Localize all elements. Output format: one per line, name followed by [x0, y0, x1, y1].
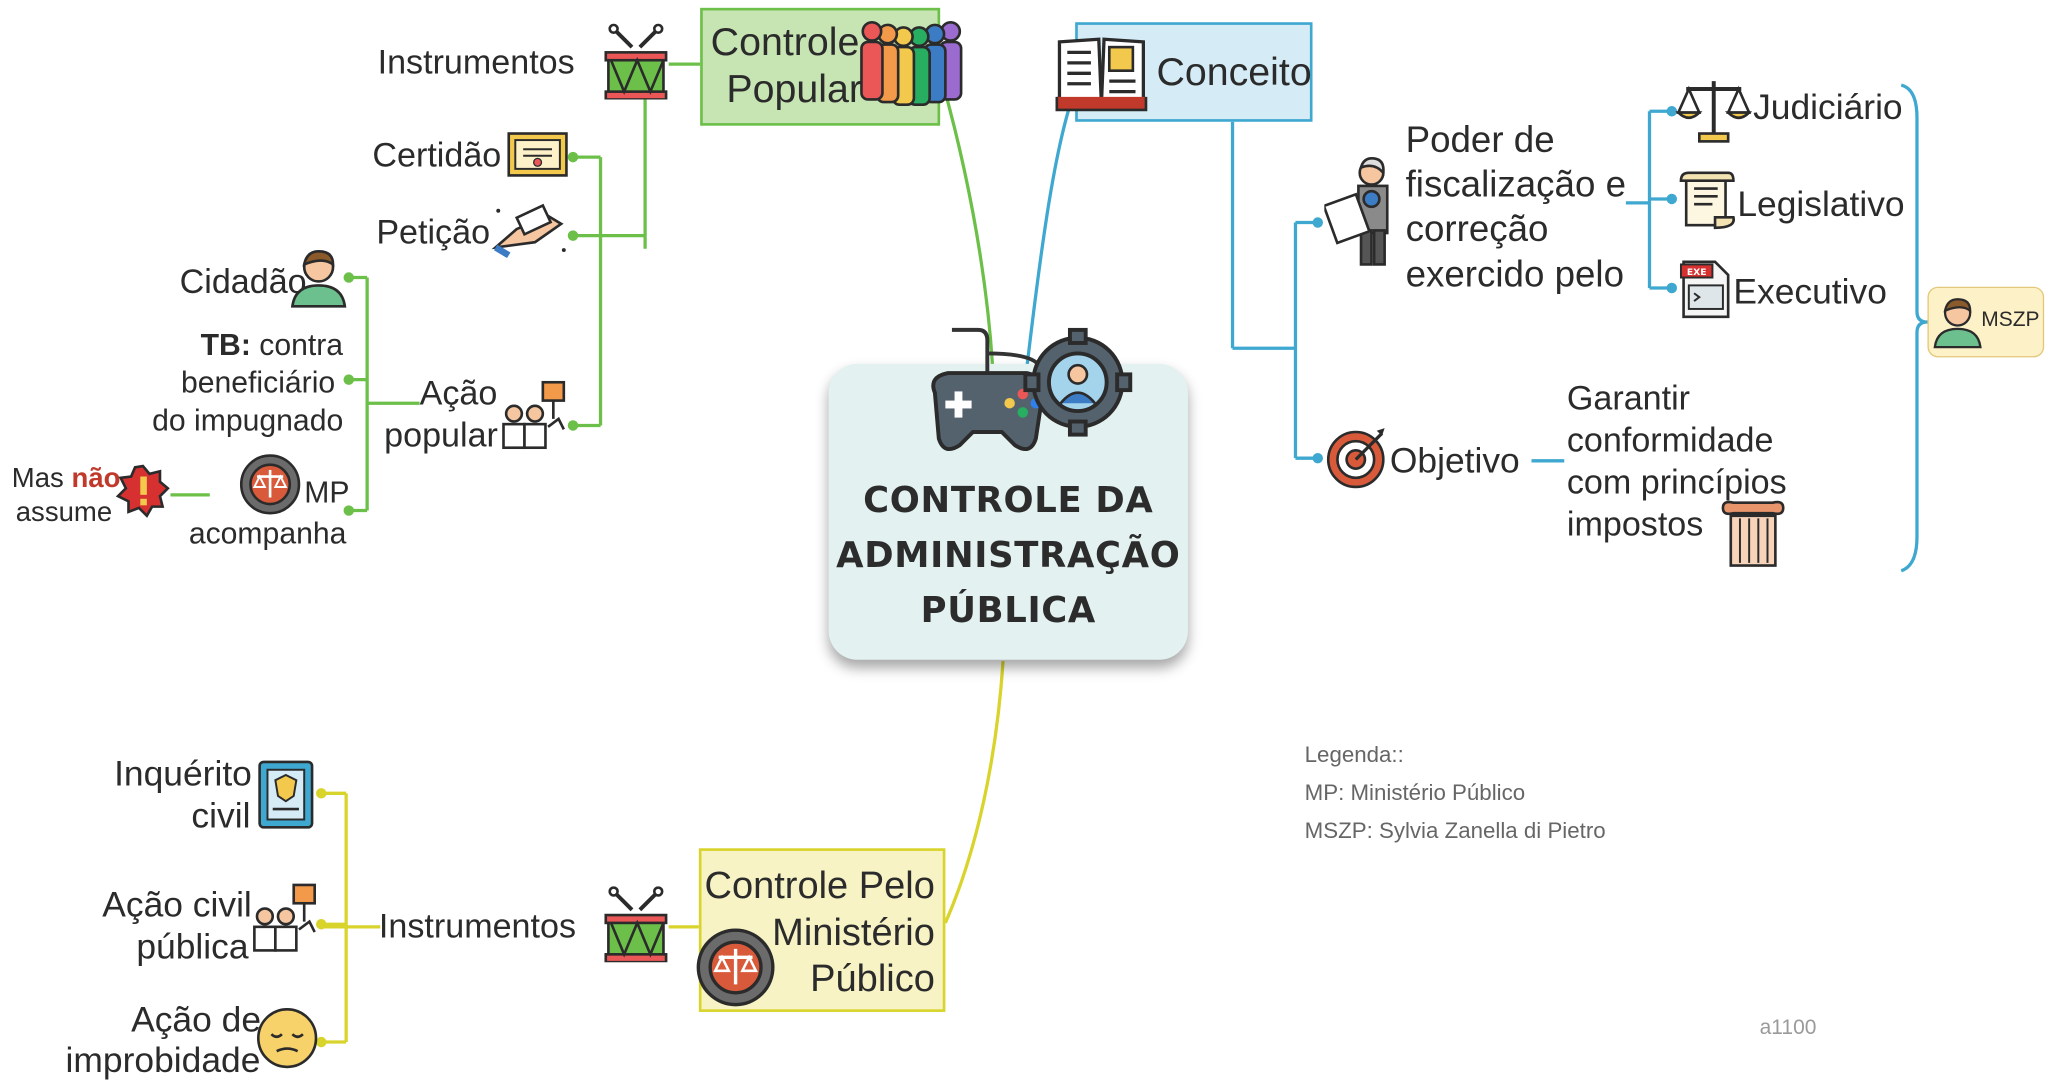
poder-line-3: correção [1405, 208, 1549, 249]
acao-popular-label-2: popular [384, 414, 498, 455]
certificate-icon [507, 132, 568, 177]
police-id-icon [258, 760, 314, 829]
instrumentos-ministerio-label: Instrumentos [378, 905, 577, 946]
mszp-label: MSZP [1981, 308, 2040, 332]
scales-icon [1675, 81, 1752, 143]
exe-text: EXE [1687, 267, 1707, 278]
poder-line-2: fiscalização e [1405, 163, 1627, 205]
tb-contra: contra [259, 327, 344, 362]
improbidade-line-2: improbidade [65, 1040, 261, 1080]
gamepad-gear-icon [931, 327, 1133, 452]
ministerio-publico-seal-icon [239, 454, 301, 515]
warning-badge-icon [115, 464, 170, 518]
acao-civil-line-2: pública [136, 926, 249, 967]
crowd-icon [860, 20, 963, 107]
mas-nao-line: Mas não [12, 463, 121, 494]
conceito-title: Conceito [1156, 51, 1312, 95]
executable-file-icon: EXE [1679, 260, 1730, 319]
target-icon [1326, 428, 1385, 489]
tb-line-2: beneficiário [180, 365, 336, 400]
protest-icon [502, 380, 566, 450]
garantir-line-4: impostos [1566, 504, 1704, 544]
legend-mszp: MSZP: Sylvia Zanella di Pietro [1304, 818, 1606, 844]
sad-face-icon [256, 1008, 318, 1069]
mas-label: Mas [11, 463, 64, 494]
ministerio-title-2: Ministério [772, 912, 935, 955]
objetivo-label: Objetivo [1389, 441, 1520, 481]
garantir-line-2: conformidade [1566, 420, 1774, 460]
acao-civil-line-1: Ação civil [102, 884, 252, 925]
ministerio-title-1: Controle Pelo [704, 865, 935, 908]
central-title-line-2: ADMINISTRAÇÃO [836, 535, 1181, 577]
certidao-label: Certidão [372, 134, 502, 175]
legislativo-label: Legislativo [1737, 184, 1905, 224]
watermark: a1100 [1759, 1017, 1817, 1040]
drum-icon [604, 23, 668, 100]
protest-icon-2 [253, 883, 316, 952]
garantir-line-1: Garantir [1566, 378, 1691, 418]
ministerio-seal-icon [696, 928, 775, 1007]
central-title: CONTROLE DA ADMINISTRAÇÃO PÚBLICA [829, 474, 1188, 639]
legend: Legenda:: MP: Ministério Público MSZP: S… [1305, 736, 1606, 850]
acompanha-label: acompanha [188, 515, 347, 550]
central-title-line-1: CONTROLE DA [863, 480, 1154, 522]
mp-label: MP [304, 475, 350, 510]
poder-line-4: exercido pelo [1405, 253, 1625, 295]
tb-line-3: do impugnado [152, 403, 344, 438]
central-title-line-3: PÚBLICA [920, 590, 1096, 631]
scroll-document-icon [1679, 171, 1735, 230]
inspector-icon [1324, 156, 1389, 266]
executivo-label: Executivo [1733, 272, 1887, 312]
peticao-label: Petição [376, 212, 491, 252]
improbidade-line-1: Ação de [131, 1000, 262, 1040]
poder-line-1: Poder de [1405, 119, 1555, 160]
inquerito-line-2: civil [191, 795, 251, 836]
nao-label: não [71, 463, 121, 494]
assume-label: assume [15, 497, 113, 528]
person-icon [290, 250, 347, 308]
controle-popular-title-2: Popular [726, 68, 862, 112]
tb-bold: TB: [200, 327, 251, 362]
mszp-badge[interactable]: MSZP [1927, 286, 2045, 358]
inquerito-line-1: Inquérito [114, 754, 252, 794]
tb-line-1: TB: contra [201, 326, 343, 363]
judiciario-label: Judiciário [1753, 87, 1903, 127]
column-icon [1721, 500, 1785, 567]
acao-popular-label-1: Ação [419, 373, 498, 413]
controle-popular-title-1: Controle [710, 20, 860, 65]
cidadao-label: Cidadão [179, 261, 307, 302]
petition-hand-icon [491, 203, 566, 258]
garantir-line-3: com princípios [1566, 462, 1787, 502]
book-icon [1055, 37, 1148, 112]
author-person-icon [1933, 298, 1982, 349]
instrumentos-popular-label: Instrumentos [377, 41, 575, 82]
legend-title: Legenda:: [1304, 742, 1404, 768]
drum-icon-2 [604, 886, 668, 963]
legend-mp: MP: Ministério Público [1304, 780, 1526, 806]
ministerio-title-3: Público [810, 958, 935, 1001]
